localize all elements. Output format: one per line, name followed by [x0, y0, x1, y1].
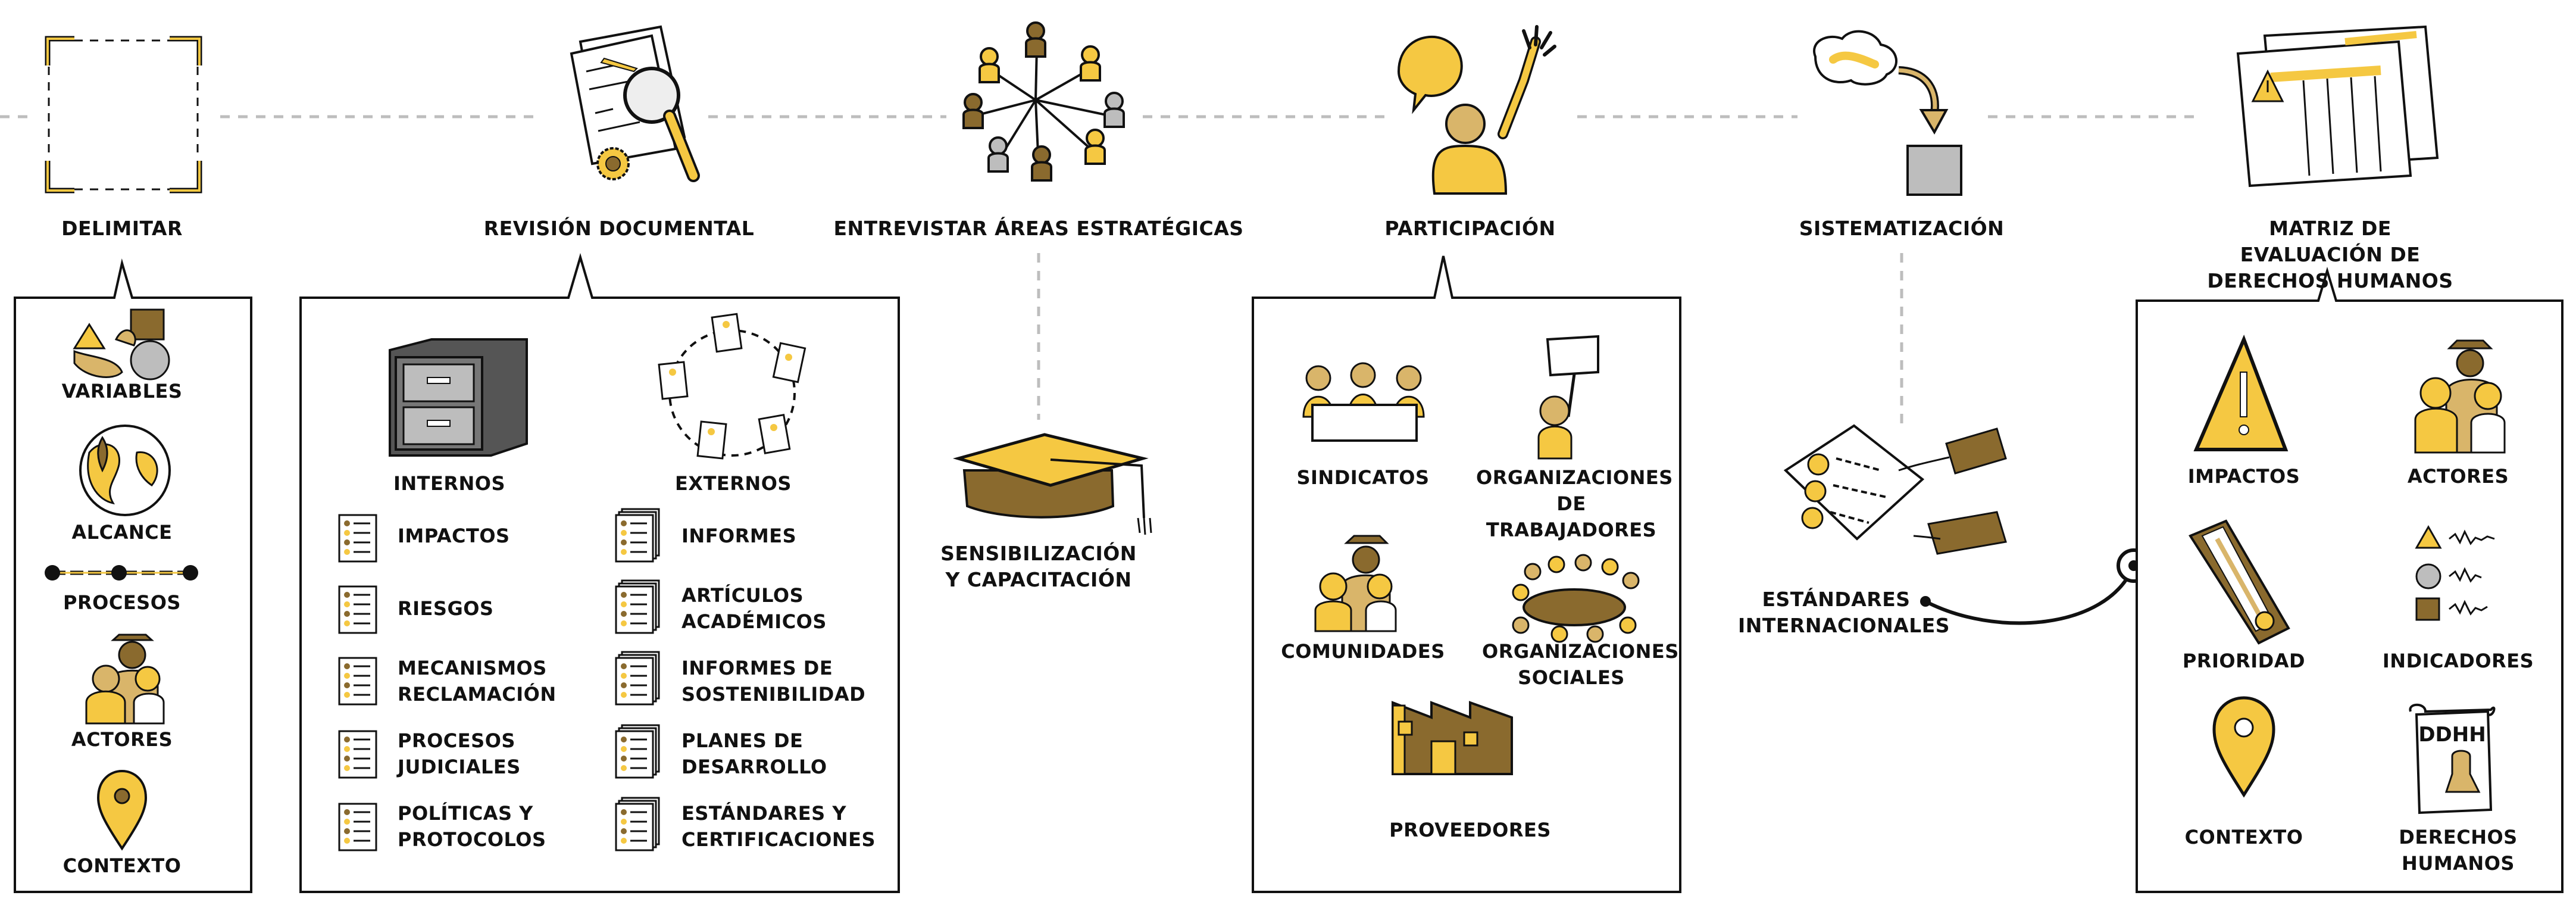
external-document-stack-icon — [615, 797, 660, 851]
systematization-icon — [1813, 30, 1962, 196]
internal-document-icon — [338, 514, 377, 563]
delimit-icon — [45, 36, 202, 194]
external-doc-articulos: ARTÍCULOS ACADÉMICOS — [681, 584, 827, 633]
matrix-item-indicadores: INDICADORES — [2382, 650, 2534, 672]
internal-document-icon — [338, 657, 377, 706]
external-document-stack-icon — [615, 724, 660, 779]
matrix-item-derechos-humanos: DERECHOS HUMANOS — [2399, 826, 2518, 875]
internal-document-icon — [338, 730, 377, 779]
internal-doc-riesgos: RIESGOS — [398, 597, 494, 620]
worker-organizations-icon — [1537, 335, 1599, 460]
internal-doc-impactos: IMPACTOS — [398, 525, 510, 547]
participation-item-org-trabajadores: ORGANIZACIONES DE TRABAJADORES — [1476, 466, 1673, 541]
step-title-revision-documental: REVISIÓN DOCUMENTAL — [483, 217, 755, 240]
delimit-callout-box — [14, 258, 252, 893]
actors-group-icon — [85, 634, 165, 725]
internal-document-icon — [338, 803, 377, 851]
external-doc-sostenibilidad: INFORMES DE SOSTENIBILIDAD — [681, 657, 866, 706]
external-docs-title: EXTERNOS — [675, 472, 792, 495]
participation-item-comunidades: COMUNIDADES — [1281, 640, 1445, 663]
warning-triangle-icon — [2193, 335, 2289, 451]
processes-line-icon — [45, 565, 198, 581]
standards-checklist-icon — [1783, 424, 2007, 555]
unions-icon — [1302, 362, 1425, 442]
location-pin-icon — [96, 769, 148, 851]
international-standards-label: ESTÁNDARES INTERNACIONALES — [1738, 588, 1950, 637]
thermometer-icon — [2189, 519, 2290, 645]
participation-item-sindicatos: SINDICATOS — [1296, 466, 1430, 489]
matrix-callout-box — [2136, 267, 2564, 893]
filing-cabinet-icon — [389, 338, 528, 457]
external-doc-estandares: ESTÁNDARES Y CERTIFICACIONES — [681, 802, 876, 851]
participation-callout-box — [1252, 255, 1681, 893]
human-rights-scroll-icon: DDHH — [2409, 703, 2496, 815]
graduation-cap-icon — [952, 433, 1152, 535]
standards-connector-line — [1924, 564, 2136, 625]
external-document-stack-icon — [615, 579, 660, 634]
document-review-icon — [570, 25, 700, 182]
scope-globe-icon — [79, 425, 171, 516]
interview-network-icon — [962, 21, 1125, 182]
matrix-item-impactos: IMPACTOS — [2187, 465, 2300, 488]
matrix-documents-icon — [2236, 25, 2439, 188]
external-document-stack-icon — [615, 508, 660, 563]
matrix-item-actores: ACTORES — [2407, 465, 2509, 488]
external-document-stack-icon — [615, 651, 660, 706]
social-organizations-icon — [1512, 554, 1640, 643]
training-label: SENSIBILIZACIÓN Y CAPACITACIÓN — [940, 542, 1137, 591]
external-documents-cycle-icon — [658, 313, 806, 460]
delimit-item-alcance: ALCANCE — [71, 521, 173, 544]
internal-docs-title: INTERNOS — [393, 472, 506, 495]
step-title-entrevistar: ENTREVISTAR ÁREAS ESTRATÉGICAS — [833, 217, 1244, 240]
external-document-icons — [615, 508, 660, 851]
external-doc-planes: PLANES DE DESARROLLO — [681, 729, 827, 778]
factory-icon — [1392, 701, 1513, 775]
matrix-item-prioridad: PRIORIDAD — [2182, 650, 2306, 672]
participation-item-proveedores: PROVEEDORES — [1389, 819, 1551, 841]
internal-document-icon — [338, 585, 377, 634]
internal-doc-procesos-judiciales: PROCESOS JUDICIALES — [398, 729, 521, 778]
step-title-participacion: PARTICIPACIÓN — [1384, 217, 1556, 240]
variables-icon — [73, 308, 170, 380]
internal-doc-mecanismos: MECANISMOS RECLAMACIÓN — [398, 657, 557, 706]
participation-person-icon — [1397, 25, 1556, 195]
internal-doc-politicas: POLÍTICAS Y PROTOCOLOS — [398, 802, 546, 851]
indicators-icon — [2415, 525, 2495, 621]
matrix-item-contexto: CONTEXTO — [2184, 826, 2303, 848]
external-doc-informes: INFORMES — [681, 525, 797, 547]
timeline-connectors — [0, 115, 2202, 429]
delimit-item-procesos: PROCESOS — [63, 591, 181, 614]
matrix-actors-icon — [2414, 339, 2506, 454]
human-rights-scroll-text: DDHH — [2418, 723, 2486, 747]
delimit-item-actores: ACTORES — [71, 728, 173, 751]
delimit-item-contexto: CONTEXTO — [62, 854, 182, 877]
internal-document-icons — [338, 514, 377, 851]
step-title-sistematizacion: SISTEMATIZACIÓN — [1799, 217, 2005, 240]
step-title-matriz: MATRIZ DE EVALUACIÓN DE DERECHOS HUMANOS — [2207, 217, 2453, 292]
matrix-location-pin-icon — [2212, 696, 2275, 798]
delimit-item-variables: VARIABLES — [61, 380, 183, 402]
step-title-delimitar: DELIMITAR — [61, 217, 183, 240]
communities-icon — [1314, 535, 1397, 632]
participation-item-org-sociales: ORGANIZACIONES SOCIALES — [1482, 640, 1679, 689]
